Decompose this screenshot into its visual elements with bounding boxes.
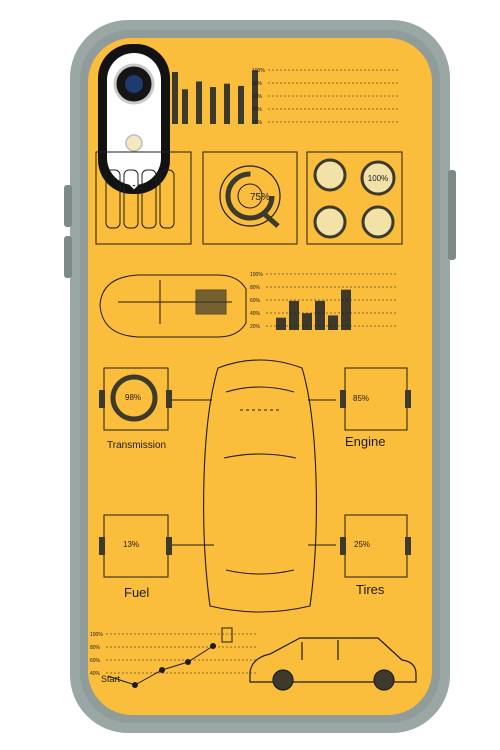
mid-bar-chart: 100% 80% 60% 40% 20% xyxy=(250,272,396,330)
engine-value: 85% xyxy=(353,394,369,403)
timeline-start-label: Start xyxy=(101,674,121,684)
chart-bar xyxy=(252,70,258,124)
transmission-value: 98% xyxy=(125,393,141,402)
flash-icon xyxy=(125,134,143,152)
fuel-value: 13% xyxy=(123,540,139,549)
tick-label: 40% xyxy=(250,311,261,317)
top-bar-chart: 100% 80% 60% 40% 20% xyxy=(172,68,398,126)
tick-label: 20% xyxy=(252,120,263,126)
tick-label: 100% xyxy=(250,272,263,278)
tick-label: 60% xyxy=(90,658,101,664)
dials-panel: 100% xyxy=(306,151,403,245)
tick-label: 80% xyxy=(90,645,101,651)
chart-bar xyxy=(302,313,312,330)
chart-bar xyxy=(328,315,338,330)
engine-label: Engine xyxy=(345,434,385,449)
timeline-chart: 100% 80% 60% 40% Start xyxy=(90,627,256,688)
tick-label: 40% xyxy=(90,671,101,677)
engine-module: 85% Engine xyxy=(340,367,411,449)
gauge-small-label: 100% xyxy=(368,174,388,183)
tire-panel xyxy=(95,151,192,245)
wagon-side-view xyxy=(249,637,417,691)
tick-label: 100% xyxy=(90,632,103,638)
tires-module: 25% Tires xyxy=(340,514,411,597)
volume-down-button xyxy=(64,236,72,278)
tick-label: 80% xyxy=(250,285,261,291)
chart-bar xyxy=(289,300,299,330)
car-side-blueprint xyxy=(99,274,247,338)
transmission-label: Transmission xyxy=(107,440,166,451)
chart-bar xyxy=(182,89,188,124)
chart-bar xyxy=(210,87,216,124)
car-top-outline xyxy=(203,359,317,613)
tick-label: 60% xyxy=(250,298,261,304)
tires-value: 25% xyxy=(354,540,370,549)
fuel-label: Fuel xyxy=(124,585,149,600)
chart-bar xyxy=(276,317,286,330)
fuel-module: 13% Fuel xyxy=(99,514,172,600)
chart-bar xyxy=(315,300,325,330)
tick-label: 60% xyxy=(252,94,263,100)
chart-bar xyxy=(238,85,244,124)
chart-bar xyxy=(341,289,351,330)
gauge-main-label: 75% xyxy=(250,192,270,203)
gauge-panel: 75% xyxy=(202,151,298,245)
volume-up-button xyxy=(64,185,72,227)
tick-label: 40% xyxy=(252,107,263,113)
power-button xyxy=(448,170,456,260)
camera-module xyxy=(98,44,170,194)
module-connectors xyxy=(168,399,336,546)
chart-bar xyxy=(196,81,202,124)
tires-label: Tires xyxy=(356,582,385,597)
chart-bar xyxy=(224,83,230,124)
transmission-module: 98% Transmission xyxy=(99,367,172,451)
tick-label: 20% xyxy=(250,324,261,330)
tick-label: 100% xyxy=(252,68,265,74)
tick-label: 80% xyxy=(252,81,263,87)
